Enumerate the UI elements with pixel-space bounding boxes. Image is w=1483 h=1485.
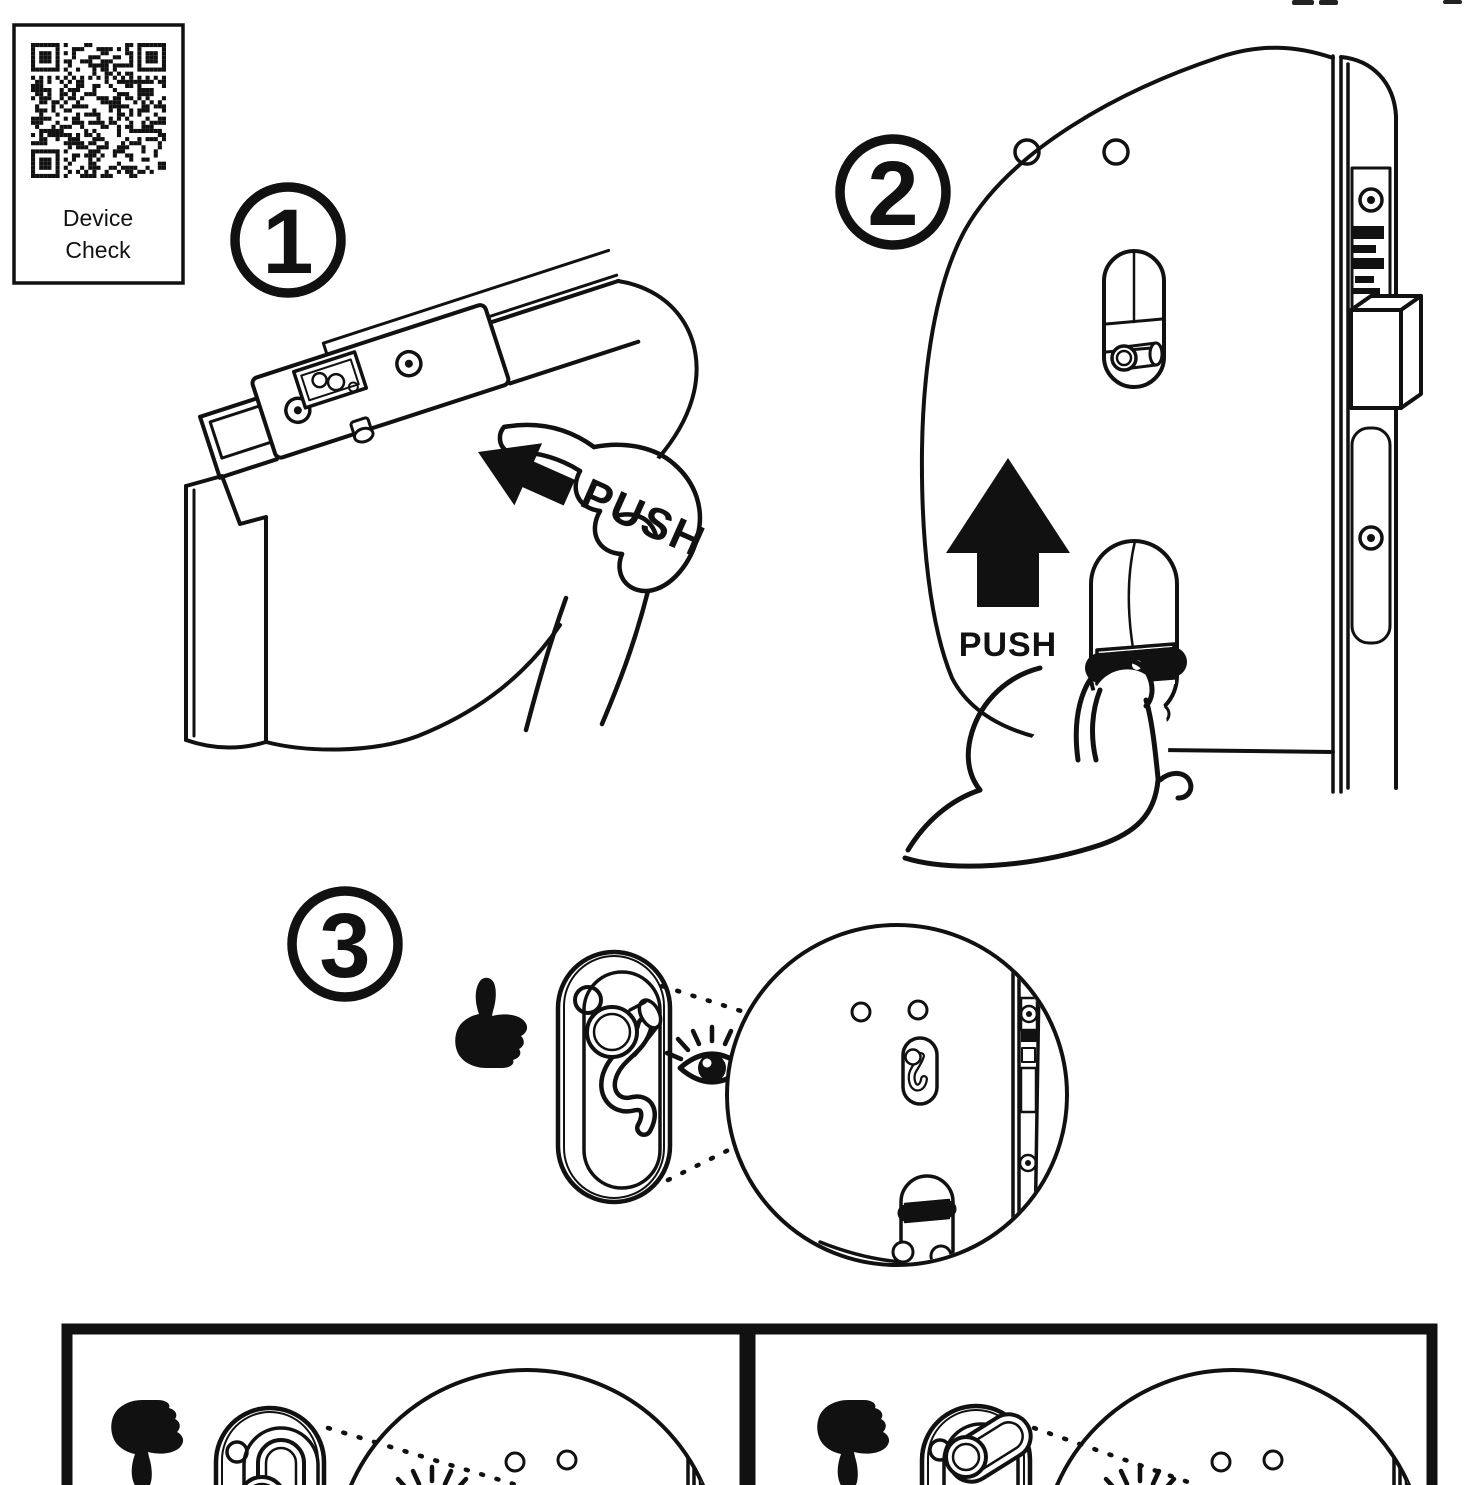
qr-label-line2: Check [65,237,131,263]
step3-badge: 3 [287,886,403,1002]
faceplate-screw-right [395,349,423,378]
wrong-alignment-panel-right [744,1323,1438,1485]
component-hole [573,985,603,1015]
step3-turnpiece-component [555,949,673,1205]
step3-section: 3 [287,886,1069,1267]
component-cam-correct [585,998,663,1137]
edge-plate-details [1350,166,1392,645]
step2-hand-illustration [902,657,1194,869]
thumbs-up-icon [455,977,528,1068]
mag-hole-right [907,999,929,1021]
latch-pin [349,416,375,444]
panel-right-border [744,1323,1438,1485]
step2-lock-body-illustration [919,45,1423,794]
step1-badge: 1 [230,182,346,298]
step1-number: 1 [262,191,313,293]
header-text-fragments [1292,0,1462,5]
step2-push-label: PUSH [959,626,1057,664]
wrong-alignment-panel-left [61,1323,751,1485]
panel-right-dotted-line [1031,1425,1191,1485]
panel-left-dotted-line [325,1425,523,1485]
thumbs-down-icon [111,1400,184,1485]
mount-hole-right [1102,138,1130,166]
spindle-slot [1102,249,1166,389]
magnified-view-circle [725,923,1069,1267]
qr-panel: Device Check [12,23,185,285]
step3-number: 3 [319,895,370,997]
mag-spindle-slot [901,1036,939,1106]
latch-bolt [1349,294,1423,410]
step2-push-arrow-icon [946,458,1070,607]
qr-label-line1: Device [63,205,133,231]
step2-badge: 2 [835,134,951,250]
edge-plate-label [1353,226,1384,294]
thumbs-down-icon [817,1400,890,1485]
mount-hole-left [1013,138,1041,166]
component-cam-wrong-b [944,1412,1033,1484]
component-cam-wrong-a [242,1438,306,1485]
step2-number: 2 [867,143,918,245]
step1-door-illustration [184,248,699,752]
qr-code-icon [31,43,166,178]
step1-section: 1 [184,182,713,752]
qr-modules [31,43,166,178]
step2-section: 2 [835,45,1423,869]
faceplate-sensor-box [291,350,369,410]
mag-hole-left [850,1001,872,1023]
step1-push-arrow-icon [478,443,576,506]
